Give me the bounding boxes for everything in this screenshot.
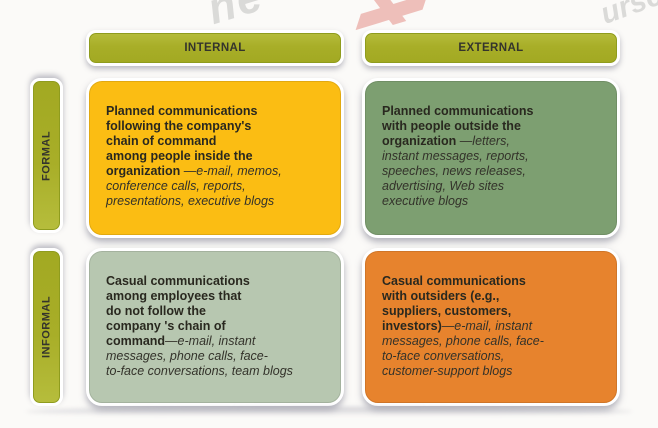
- quadrant-formal-internal-text: Planned communications following the com…: [106, 104, 306, 209]
- quadrant-informal-external: Casual communications with outsiders (e.…: [362, 248, 620, 406]
- row-header-informal: INFORMAL: [30, 248, 63, 406]
- quadrant-lead-text: Casual communications with outsiders (e.…: [382, 274, 526, 333]
- column-header-internal-label: INTERNAL: [184, 42, 246, 54]
- row-header-formal: FORMAL: [30, 78, 63, 233]
- panel-bottom-shadow: [26, 407, 632, 416]
- quadrant-informal-internal-text: Casual communications among employees th…: [106, 274, 306, 379]
- quadrant-examples-text: —e-mail, memos, conference calls, report…: [106, 164, 282, 208]
- quadrant-formal-external: Planned communications with people outsi…: [362, 78, 620, 238]
- quadrant-lead-text: Casual communications among employees th…: [106, 274, 250, 348]
- quadrant-informal-internal: Casual communications among employees th…: [86, 248, 344, 406]
- column-header-external: EXTERNAL: [362, 30, 620, 66]
- quadrant-examples-text: —letters, instant messages, reports, spe…: [382, 134, 529, 208]
- quadrant-informal-external-text: Casual communications with outsiders (e.…: [382, 274, 582, 379]
- watermark-text-fragment: urse: [596, 0, 658, 31]
- column-header-external-label: EXTERNAL: [458, 42, 524, 54]
- quadrant-formal-external-text: Planned communications with people outsi…: [382, 104, 582, 209]
- quadrant-examples-text: —e-mail, instant messages, phone calls, …: [106, 334, 293, 378]
- quadrant-formal-internal: Planned communications following the com…: [86, 78, 344, 238]
- row-header-informal-label: INFORMAL: [40, 295, 53, 359]
- row-header-formal-label: FORMAL: [40, 130, 53, 181]
- quadrant-lead-text: Planned communications with people outsi…: [382, 104, 534, 148]
- column-header-internal: INTERNAL: [86, 30, 344, 66]
- quadrant-lead-text: Planned communications following the com…: [106, 104, 258, 178]
- quadrant-examples-text: —e-mail, instant messages, phone calls, …: [382, 319, 544, 378]
